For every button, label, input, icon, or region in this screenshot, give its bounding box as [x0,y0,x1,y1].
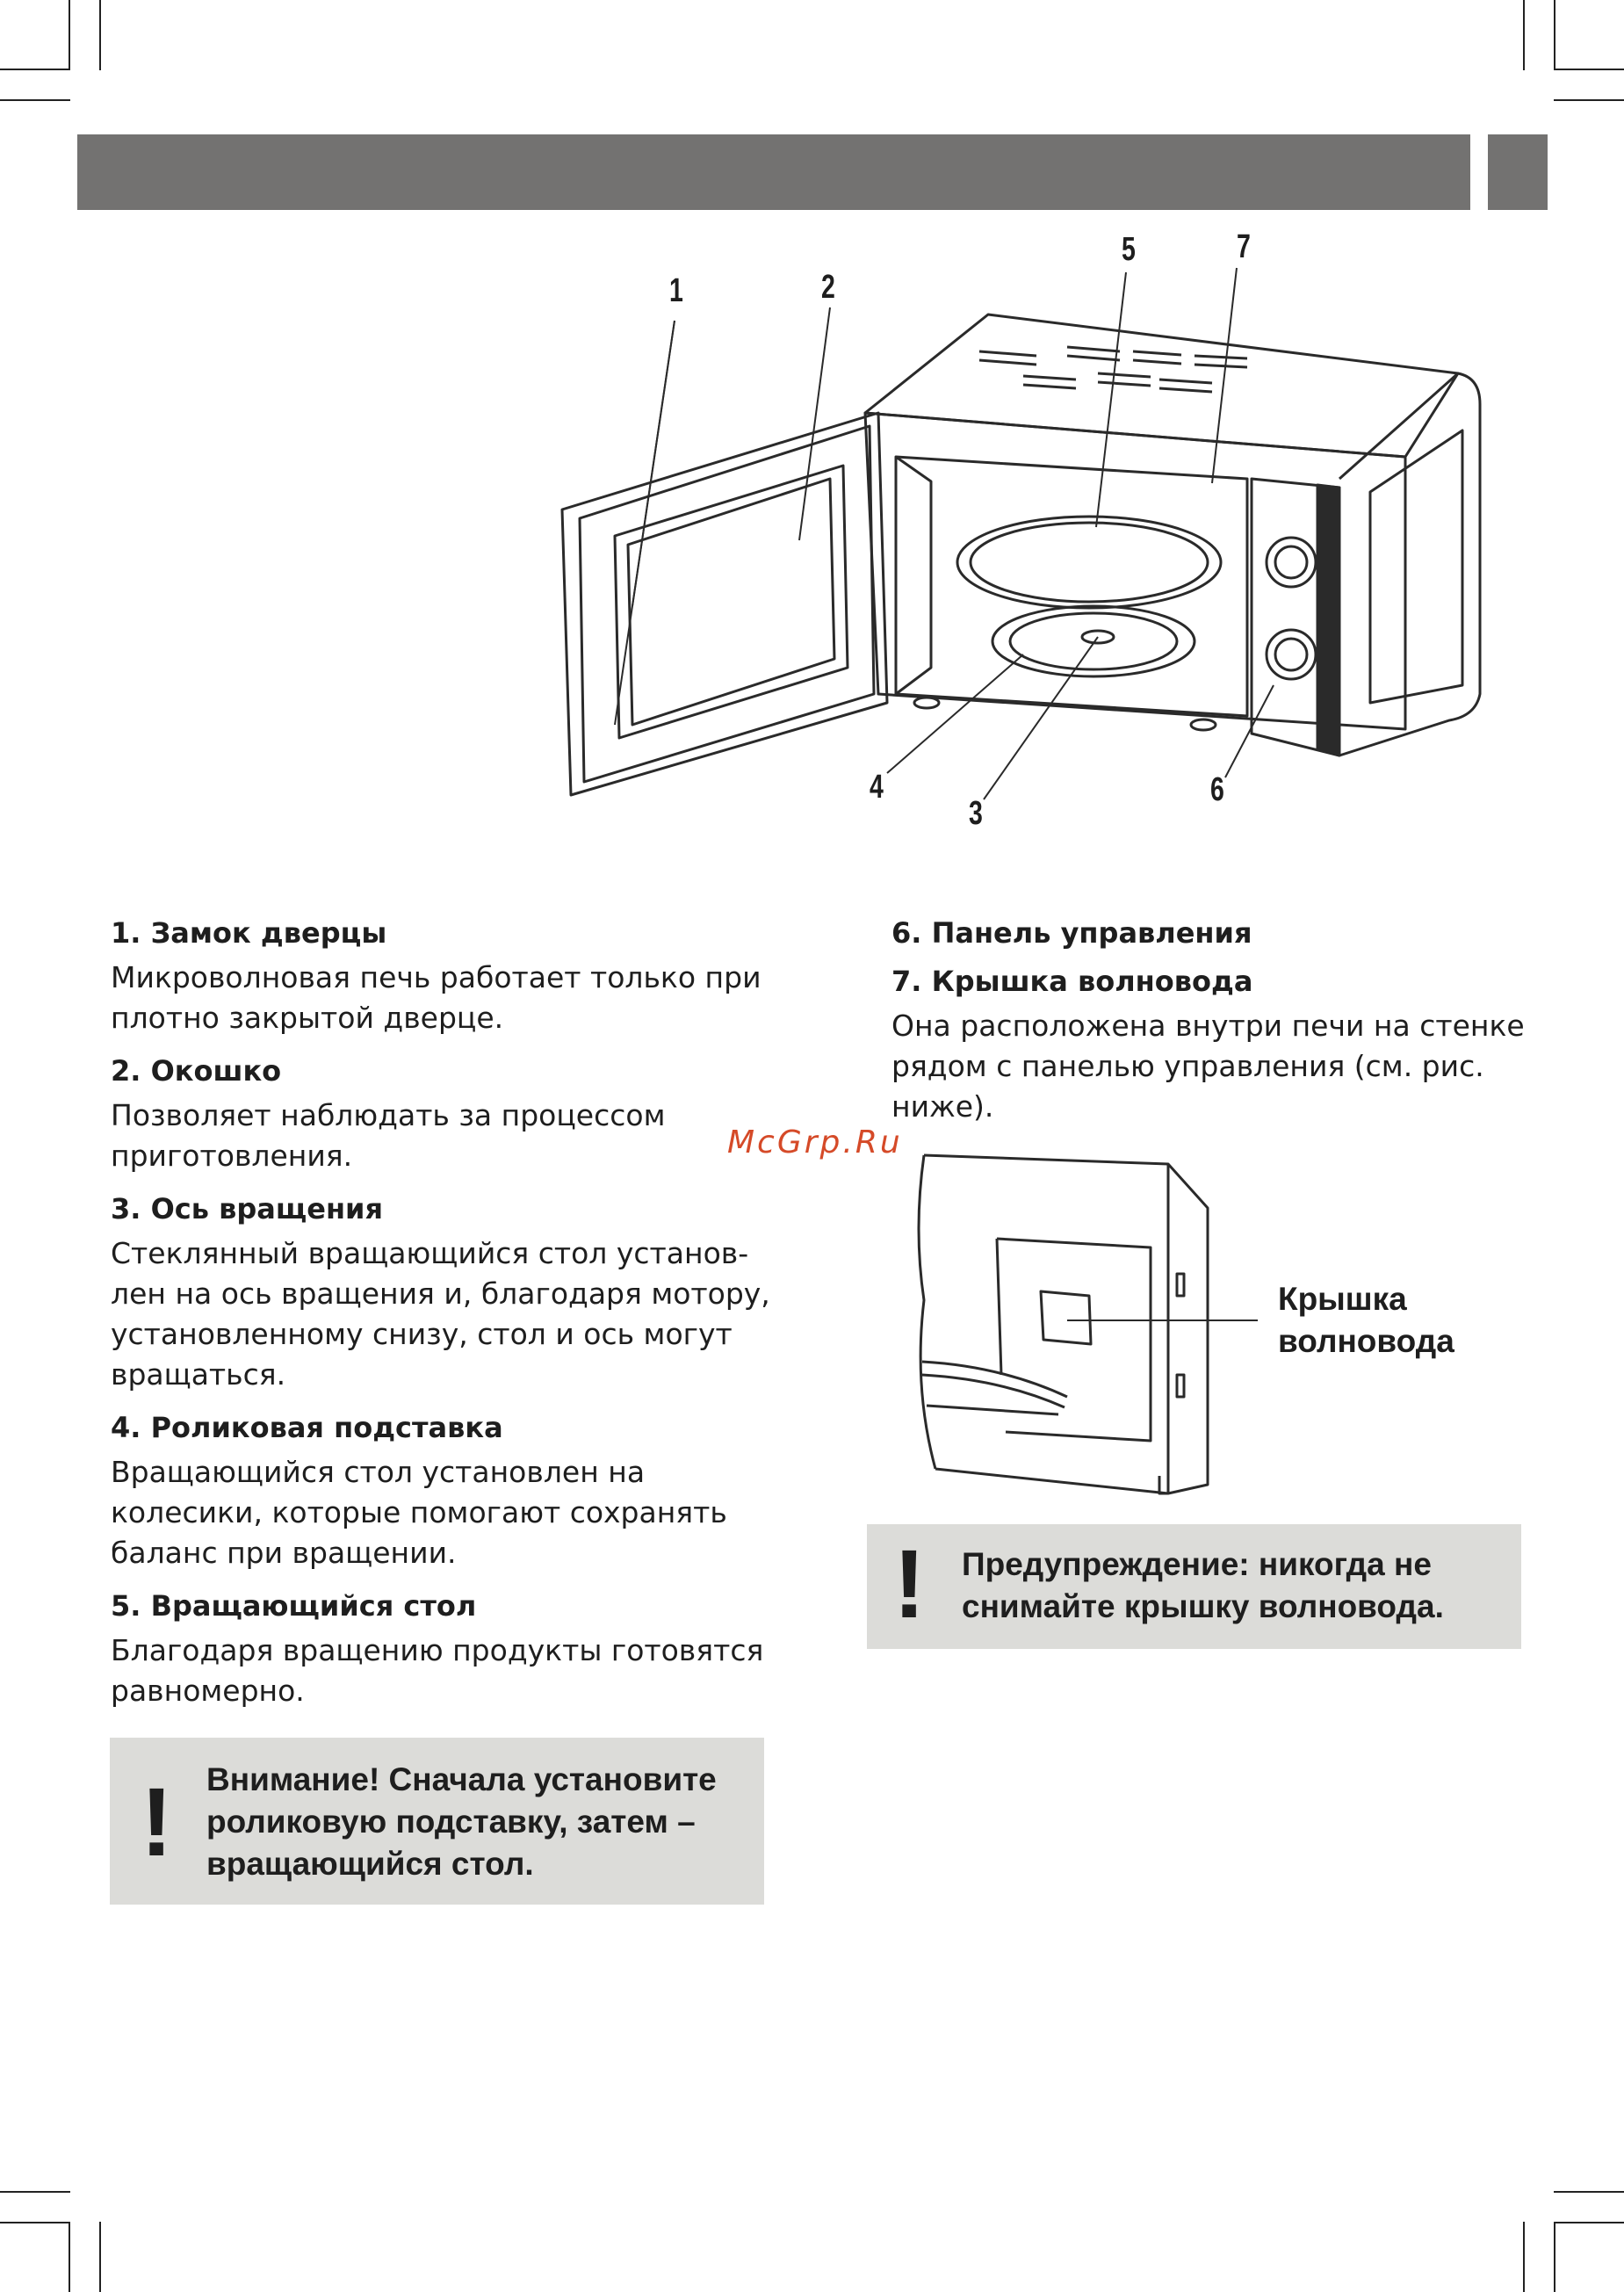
item-text: Микроволновая печь работает только при п… [111,960,761,1035]
item-heading: 3. Ось вращения [111,1192,384,1226]
exclamation-icon: ! [893,1530,926,1638]
warning-text: Предупреждение: никогда не снимайте крыш… [962,1544,1444,1628]
microwave-diagram [560,267,1482,800]
attention-text: Внимание! Сначала установите роликовую п… [206,1759,717,1885]
attention-notice: ! Внимание! Сначала установите роликовую… [110,1738,764,1905]
item-text: Благодаря вращению продукты готовятся ра… [111,1633,764,1708]
item-text: Она расположена внутри печи на стенке ря… [891,1009,1525,1124]
crop-mark [1523,2222,1525,2292]
callout-2: 2 [821,269,835,306]
crop-mark [1554,2222,1555,2292]
notice-line: снимайте крышку волновода. [962,1588,1444,1624]
page-tab [1488,134,1548,210]
crop-mark [1554,0,1555,70]
callout-3: 3 [969,795,983,832]
crop-mark [0,99,70,101]
item-text: Вращающийся стол установлен на колесики,… [111,1455,727,1570]
item-heading: 1. Замок дверцы [111,916,387,950]
crop-mark [0,2191,70,2193]
item-text: Стеклянный вращающийся стол установ-лен … [111,1236,770,1392]
right-column: 6. Панель управления 7. Крышка волновода… [891,909,1559,1136]
notice-line: Предупреждение: никогда не [962,1546,1432,1582]
waveguide-label: Крышка волновода [1278,1278,1454,1363]
crop-mark [0,2222,70,2223]
waveguide-label-line: волновода [1278,1323,1454,1359]
item-text: Позволяет наблюдать за процессом пригото… [111,1098,666,1173]
waveguide-label-line: Крышка [1278,1281,1407,1317]
crop-mark [1554,2191,1624,2193]
header-bar [77,134,1470,210]
notice-line: роликовую подставку, затем – [206,1804,696,1840]
item-heading: 4. Роликовая подставка [111,1411,503,1444]
crop-mark [1554,99,1624,101]
item-heading: 2. Окошко [111,1054,282,1088]
callout-4: 4 [870,769,884,806]
item-heading: 5. Вращающийся стол [111,1589,477,1623]
left-column: 1. Замок дверцы Микроволновая печь работ… [111,909,778,1720]
warning-notice: ! Предупреждение: никогда не снимайте кр… [867,1524,1521,1649]
callout-5: 5 [1122,231,1136,268]
crop-mark [99,2222,101,2292]
item-heading: 7. Крышка волновода [891,965,1253,998]
crop-mark [69,2222,70,2292]
notice-line: вращающийся стол. [206,1846,534,1882]
callout-7: 7 [1237,228,1251,265]
callout-6: 6 [1210,771,1224,808]
exclamation-icon: ! [141,1768,173,1876]
crop-mark [69,0,70,70]
callout-1: 1 [669,272,683,309]
crop-mark [1554,2222,1624,2223]
crop-mark [99,0,101,70]
watermark: McGrp.Ru [727,1124,903,1160]
crop-mark [1523,0,1525,70]
notice-line: Внимание! Сначала установите [206,1761,717,1797]
crop-mark [0,69,70,70]
item-heading: 6. Панель управления [891,916,1252,950]
crop-mark [1554,69,1624,70]
